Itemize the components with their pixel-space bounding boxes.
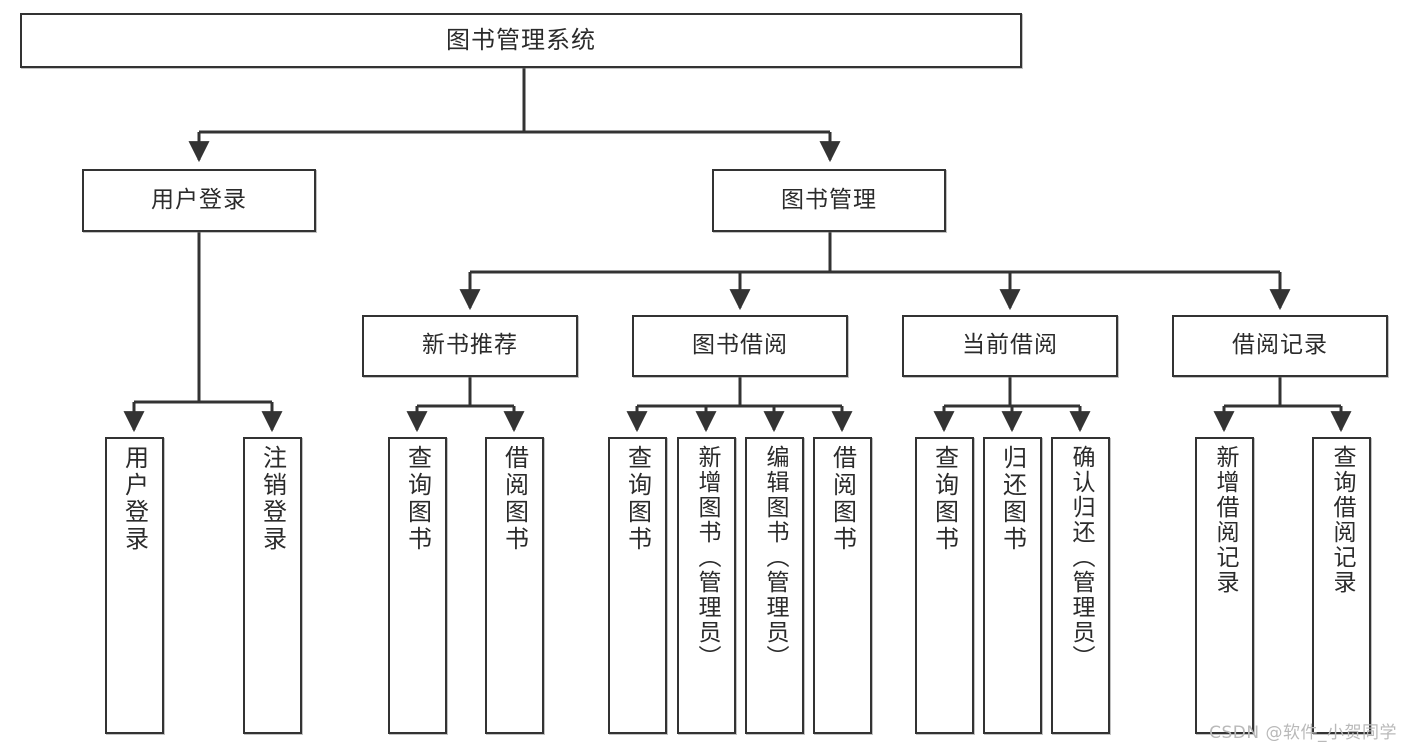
node-label: 用户登录 — [151, 186, 247, 213]
node-label: 新书推荐 — [422, 332, 518, 359]
node-label: 查询图书 — [623, 445, 652, 553]
leaf-user-login[interactable]: 用户登录 — [105, 437, 164, 734]
node-label: 借阅图书 — [828, 445, 857, 553]
node-book-borrow[interactable]: 图书借阅 — [632, 315, 848, 377]
node-label: 归还图书 — [998, 445, 1027, 553]
leaf-borrow-add-book-admin[interactable]: 新增图书（管理员） — [677, 437, 736, 734]
node-label: 借阅图书 — [500, 445, 529, 553]
leaf-borrow-borrow-book[interactable]: 借阅图书 — [813, 437, 872, 734]
leaf-borrow-edit-book-admin[interactable]: 编辑图书（管理员） — [745, 437, 804, 734]
node-label: 新增借阅记录 — [1212, 445, 1238, 595]
node-label: 用户登录 — [120, 445, 149, 553]
leaf-current-return-book[interactable]: 归还图书 — [983, 437, 1042, 734]
node-label: 确认归还（管理员） — [1068, 445, 1094, 670]
node-user-login[interactable]: 用户登录 — [82, 169, 316, 232]
leaf-borrow-query-book[interactable]: 查询图书 — [608, 437, 667, 734]
node-label: 注销登录 — [258, 445, 287, 553]
leaf-record-add-record[interactable]: 新增借阅记录 — [1195, 437, 1254, 734]
node-label: 查询借阅记录 — [1329, 445, 1355, 595]
node-new-book-recommend[interactable]: 新书推荐 — [362, 315, 578, 377]
node-book-management[interactable]: 图书管理 — [712, 169, 946, 232]
node-label: 新增图书（管理员） — [694, 445, 720, 670]
leaf-recommend-query-book[interactable]: 查询图书 — [388, 437, 447, 734]
node-borrow-record[interactable]: 借阅记录 — [1172, 315, 1388, 377]
node-label: 借阅记录 — [1232, 332, 1328, 359]
node-label: 图书管理系统 — [446, 26, 596, 55]
node-label: 图书管理 — [781, 186, 877, 213]
node-label: 查询图书 — [403, 445, 432, 553]
leaf-record-query-record[interactable]: 查询借阅记录 — [1312, 437, 1371, 734]
leaf-recommend-borrow-book[interactable]: 借阅图书 — [485, 437, 544, 734]
node-root-system[interactable]: 图书管理系统 — [20, 13, 1022, 68]
node-label: 图书借阅 — [692, 332, 788, 359]
node-label: 编辑图书（管理员） — [762, 445, 788, 670]
node-label: 查询图书 — [930, 445, 959, 553]
leaf-current-confirm-return-admin[interactable]: 确认归还（管理员） — [1051, 437, 1110, 734]
leaf-current-query-book[interactable]: 查询图书 — [915, 437, 974, 734]
node-current-borrow[interactable]: 当前借阅 — [902, 315, 1118, 377]
node-label: 当前借阅 — [962, 332, 1058, 359]
leaf-logout-login[interactable]: 注销登录 — [243, 437, 302, 734]
csdn-watermark: CSDN @软件_小贺同学 — [1209, 723, 1397, 743]
